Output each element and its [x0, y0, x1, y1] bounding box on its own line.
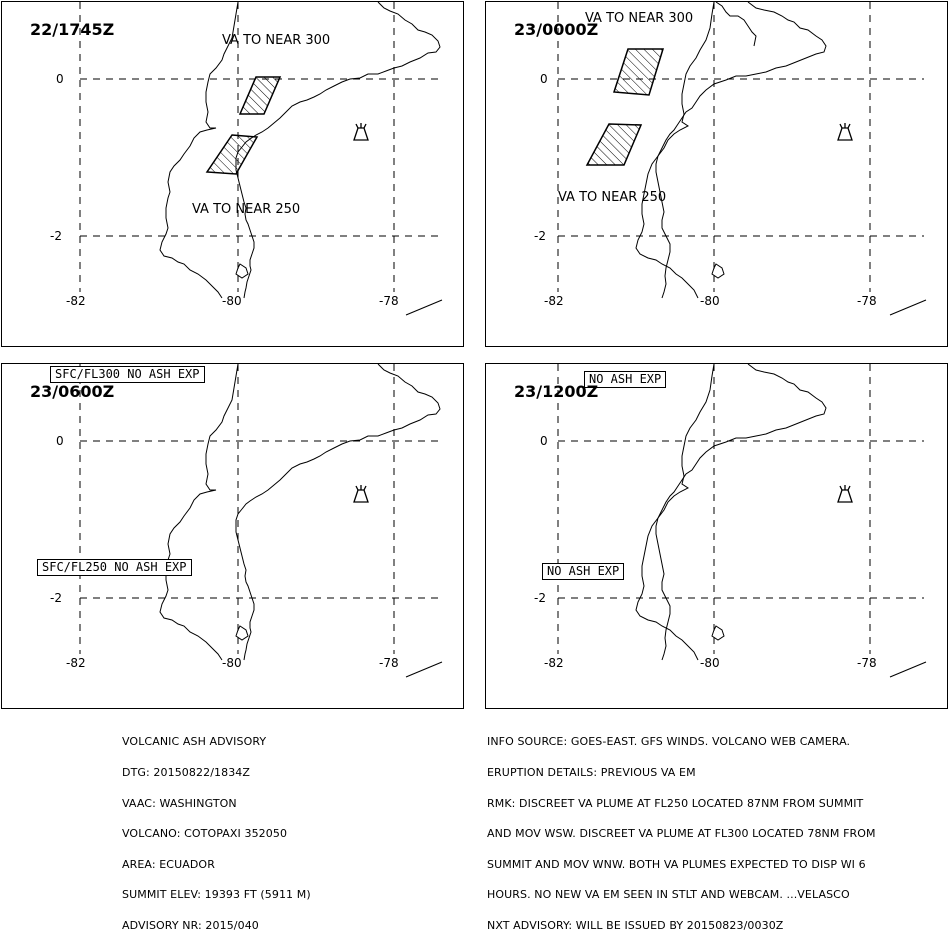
lat-tick-minus2: -2 — [534, 591, 546, 605]
gulf-island — [711, 263, 725, 279]
no-ash-box-fl250: NO ASH EXP — [542, 563, 625, 580]
ash-polygon-fl300 — [238, 76, 282, 115]
ash-label-fl300: VA TO NEAR 300 — [222, 33, 331, 48]
coastline — [235, 2, 441, 299]
lon-tick-minus82: -82 — [544, 656, 564, 670]
gulf-island — [235, 263, 249, 279]
forecast-panel-4: NO ASH EXP 23/1200Z NO ASH EXP 0 -2 -82 … — [485, 363, 948, 709]
advisory-line: NXT ADVISORY: WILL BE ISSUED BY 20150823… — [487, 919, 784, 933]
lat-tick-0: 0 — [56, 72, 64, 86]
advisory-line: AREA: ECUADOR — [122, 857, 215, 871]
advisory-line: AND MOV WSW. DISCREET VA PLUME AT FL300 … — [487, 827, 876, 841]
forecast-panel-1: 22/1745Z VA TO NEAR 300 VA TO NEAR 250 0… — [1, 1, 464, 347]
lat-lon-grid — [557, 364, 924, 654]
lon-tick-minus80: -80 — [700, 656, 720, 670]
advisory-remarks: INFO SOURCE: GOES-EAST. GFS WINDS. VOLCA… — [487, 717, 876, 941]
no-ash-box-fl250: SFC/FL250 NO ASH EXP — [37, 559, 192, 576]
lat-tick-0: 0 — [540, 434, 548, 448]
coastline-west — [159, 364, 239, 661]
advisory-line: VOLCANO: COTOPAXI 352050 — [122, 827, 288, 841]
lon-tick-minus78: -78 — [379, 656, 399, 670]
lon-tick-minus80: -80 — [222, 294, 242, 308]
lat-tick-0: 0 — [56, 434, 64, 448]
valid-time: 22/1745Z — [30, 20, 115, 39]
lon-tick-minus80: -80 — [700, 294, 720, 308]
valid-time: 23/0000Z — [514, 20, 599, 39]
advisory-line: INFO SOURCE: GOES-EAST. GFS WINDS. VOLCA… — [487, 735, 851, 749]
advisory-line: SUMMIT AND MOV WNW. BOTH VA PLUMES EXPEC… — [487, 857, 866, 871]
advisory-line: ERUPTION DETAILS: PREVIOUS VA EM — [487, 766, 696, 780]
coastline-north — [715, 2, 757, 47]
advisory-line: VOLCANIC ASH ADVISORY — [122, 735, 267, 749]
border-line — [889, 299, 927, 316]
advisory-line: SUMMIT ELEV: 19393 FT (5911 M) — [122, 888, 311, 902]
lon-tick-minus82: -82 — [544, 294, 564, 308]
coastline-west — [635, 364, 715, 661]
lat-tick-minus2: -2 — [50, 229, 62, 243]
ash-label-fl300: VA TO NEAR 300 — [585, 11, 694, 26]
lat-tick-minus2: -2 — [534, 229, 546, 243]
map-svg — [79, 2, 443, 316]
coastline-west — [635, 2, 715, 299]
ash-label-fl250: VA TO NEAR 250 — [192, 202, 301, 217]
lat-lon-grid — [557, 2, 924, 292]
forecast-panel-2: 23/0000Z VA TO NEAR 300 VA TO NEAR 250 0… — [485, 1, 948, 347]
coastline — [655, 364, 827, 661]
map-svg — [557, 2, 927, 316]
volcano-icon — [353, 485, 369, 503]
ash-polygon-fl250 — [205, 134, 259, 175]
ash-polygon-fl300 — [612, 48, 665, 96]
border-line — [889, 661, 927, 678]
no-ash-box-fl300: SFC/FL300 NO ASH EXP — [50, 366, 205, 383]
advisory-line: RMK: DISCREET VA PLUME AT FL250 LOCATED … — [487, 796, 864, 810]
valid-time: 23/0600Z — [30, 382, 115, 401]
coastline-west — [159, 2, 239, 299]
ash-label-fl250: VA TO NEAR 250 — [558, 190, 667, 205]
gulf-island — [235, 625, 249, 641]
coastline — [235, 364, 441, 661]
lat-lon-grid — [79, 364, 440, 654]
lon-tick-minus82: -82 — [66, 656, 86, 670]
lon-tick-minus78: -78 — [379, 294, 399, 308]
no-ash-box-fl300: NO ASH EXP — [584, 371, 667, 388]
border-line — [405, 661, 443, 678]
volcano-icon — [837, 485, 853, 503]
volcano-icon — [353, 123, 369, 141]
lat-tick-minus2: -2 — [50, 591, 62, 605]
border-line — [405, 299, 443, 316]
volcano-icon — [837, 123, 853, 141]
coastline — [655, 2, 827, 299]
advisory-line: DTG: 20150822/1834Z — [122, 766, 251, 780]
advisory-line: HOURS. NO NEW VA EM SEEN IN STLT AND WEB… — [487, 888, 850, 902]
advisory-header: VOLCANIC ASH ADVISORY DTG: 20150822/1834… — [122, 717, 311, 941]
lon-tick-minus82: -82 — [66, 294, 86, 308]
forecast-panel-3: SFC/FL300 NO ASH EXP 23/0600Z SFC/FL250 … — [1, 363, 464, 709]
map-svg — [557, 364, 927, 678]
lat-tick-0: 0 — [540, 72, 548, 86]
lon-tick-minus78: -78 — [857, 656, 877, 670]
ash-polygon-fl250 — [585, 123, 643, 166]
gulf-island — [711, 625, 725, 641]
valid-time: 23/1200Z — [514, 382, 599, 401]
lon-tick-minus78: -78 — [857, 294, 877, 308]
advisory-line: ADVISORY NR: 2015/040 — [122, 919, 259, 933]
map-svg — [79, 364, 443, 678]
lon-tick-minus80: -80 — [222, 656, 242, 670]
advisory-line: VAAC: WASHINGTON — [122, 796, 237, 810]
